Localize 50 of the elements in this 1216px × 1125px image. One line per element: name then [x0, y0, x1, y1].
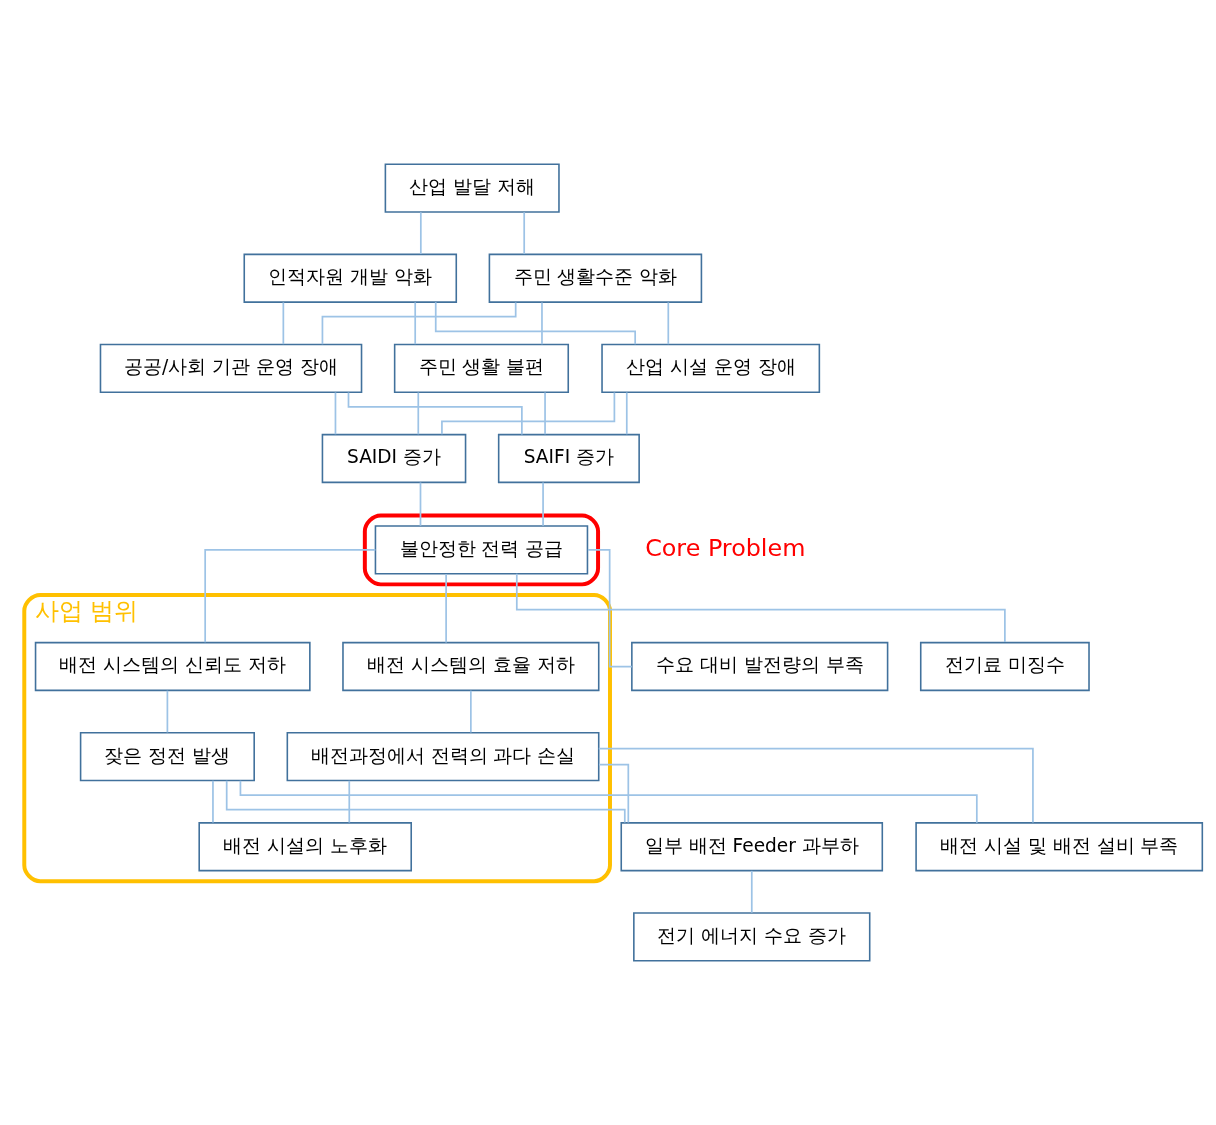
- connector: [282, 301, 285, 346]
- connector: [598, 763, 630, 824]
- connector: [587, 549, 633, 668]
- connector: [597, 747, 1034, 824]
- connector: [204, 549, 377, 644]
- node-box: 잦은 정전 발생: [79, 732, 255, 782]
- node-box: 산업 발달 저해: [384, 163, 560, 213]
- node-box: 인적자원 개발 악화: [243, 253, 458, 303]
- connector: [542, 481, 544, 527]
- connector: [334, 391, 337, 436]
- node-box: 배전과정에서 전력의 과다 손실: [286, 732, 600, 782]
- node-box: 일부 배전 Feeder 과부하: [620, 822, 884, 872]
- node-box: 공공/사회 기관 운영 장애: [99, 343, 363, 393]
- cluster: [362, 513, 601, 587]
- node-box: 배전 시스템의 효율 저하: [342, 641, 600, 692]
- connector: [166, 689, 169, 734]
- node-box: 전기 에너지 수요 증가: [633, 912, 871, 962]
- connector: [348, 779, 351, 824]
- node-box: 배전 시설 및 배전 설비 부족: [915, 822, 1204, 872]
- node-box: 주민 생활수준 악화: [488, 253, 703, 303]
- connector: [239, 779, 978, 824]
- connector: [470, 689, 472, 734]
- node-box: 배전 시스템의 신뢰도 저하: [34, 641, 311, 692]
- connector: [419, 211, 422, 255]
- connector: [417, 391, 420, 436]
- connector: [441, 391, 616, 436]
- connector: [667, 301, 670, 346]
- node-label: Core Problem: [645, 533, 806, 562]
- connector: [523, 211, 526, 255]
- node-box: 산업 시설 운영 장애: [601, 343, 821, 393]
- connector: [419, 481, 422, 527]
- connector: [541, 301, 543, 346]
- connector: [544, 391, 546, 436]
- node-box: 배전 시설의 노후화: [198, 822, 412, 872]
- connector: [445, 573, 447, 644]
- connector: [225, 779, 626, 824]
- node-box: 전기료 미징수: [919, 641, 1090, 692]
- node-box: SAIFI 증가: [497, 433, 640, 484]
- node-box: 주민 생활 불편: [393, 343, 570, 393]
- connector: [750, 870, 753, 914]
- connector: [625, 391, 628, 436]
- connector: [347, 391, 523, 436]
- connector: [321, 301, 517, 346]
- node-box: SAIDI 증가: [321, 433, 467, 484]
- connector: [434, 301, 637, 346]
- node-box: 불안정한 전력 공급: [374, 525, 589, 575]
- node-box: 수요 대비 발전량의 부족: [631, 641, 889, 692]
- connector: [212, 779, 214, 824]
- connector: [515, 572, 1006, 643]
- connector: [414, 301, 417, 346]
